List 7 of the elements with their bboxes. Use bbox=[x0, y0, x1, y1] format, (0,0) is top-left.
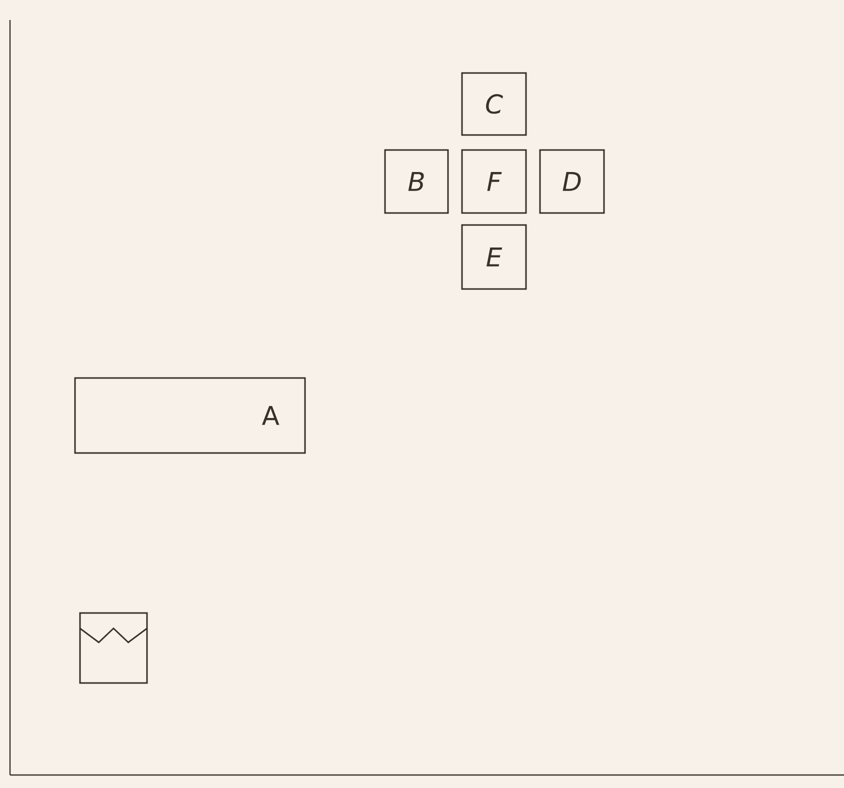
label-box: F bbox=[461, 149, 527, 214]
label-box: A bbox=[74, 377, 306, 454]
label-box: D bbox=[539, 149, 605, 214]
zigzag-box bbox=[79, 612, 148, 684]
label-box: C bbox=[461, 72, 527, 136]
label-box: B bbox=[384, 149, 449, 214]
label-box: E bbox=[461, 224, 527, 290]
